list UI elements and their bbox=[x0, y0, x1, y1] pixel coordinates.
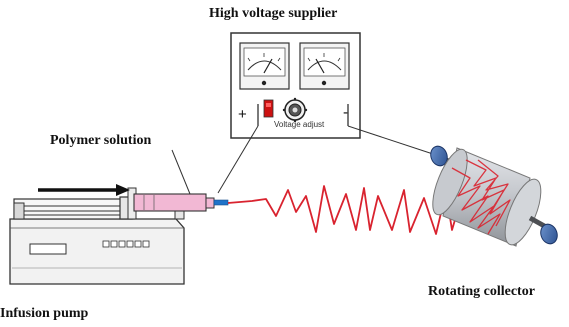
meter-icon bbox=[299, 42, 350, 90]
rotating-collector-label: Rotating collector bbox=[428, 284, 535, 299]
infusion-pump-label: Infusion pump bbox=[0, 306, 89, 321]
negative-terminal-label: - bbox=[343, 104, 348, 121]
knob-icon bbox=[282, 97, 308, 123]
indicator-light-icon bbox=[263, 99, 274, 118]
polymer-pointer bbox=[171, 149, 191, 195]
syringe bbox=[133, 193, 229, 212]
negative-wire bbox=[347, 125, 437, 156]
rotating-collector bbox=[430, 145, 558, 247]
positive-wire bbox=[217, 125, 259, 194]
high-voltage-label: High voltage supplier bbox=[209, 6, 338, 21]
polymer-jet bbox=[227, 185, 473, 235]
arrow-right-icon bbox=[38, 184, 130, 196]
fiber-deposit bbox=[451, 159, 511, 235]
positive-terminal-label: + bbox=[238, 106, 247, 123]
meter-icon bbox=[239, 42, 290, 90]
polymer-solution-label: Polymer solution bbox=[50, 133, 152, 148]
high-voltage-supplier bbox=[230, 32, 361, 139]
voltage-adjust-label: Voltage adjust bbox=[274, 120, 325, 129]
